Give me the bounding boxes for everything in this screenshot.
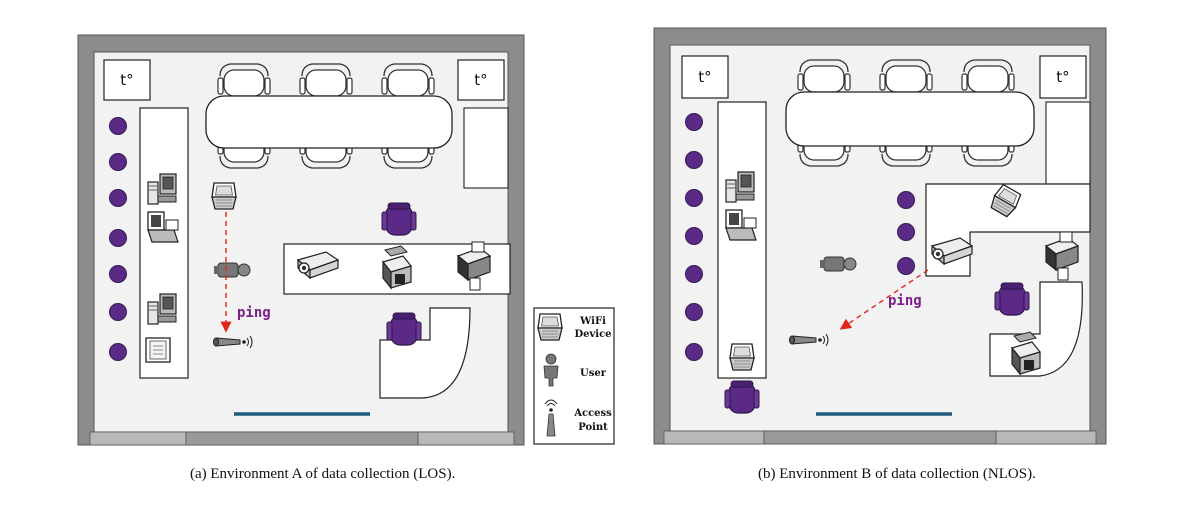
ping-label: ping — [237, 305, 271, 321]
caption-b: (b) Environment B of data collection (NL… — [758, 466, 1036, 482]
wifi-device-icon — [211, 182, 237, 210]
access-point-icon — [544, 399, 558, 437]
corner-desk — [379, 307, 471, 399]
legend-label-access: Access — [573, 408, 612, 419]
stool — [109, 343, 127, 361]
thermometer-box-left — [103, 59, 151, 101]
thermometer-box-right — [1039, 55, 1087, 99]
thermometer-box-right — [457, 59, 505, 101]
stool — [685, 189, 703, 207]
conference-table — [785, 91, 1035, 147]
stool — [685, 343, 703, 361]
stool — [109, 189, 127, 207]
thermometer-label-right: t° — [1056, 68, 1069, 86]
stool — [897, 257, 915, 275]
ping-label: ping — [888, 293, 922, 309]
user-icon — [213, 262, 251, 278]
tablet-device — [145, 337, 171, 363]
stool — [685, 265, 703, 283]
legend-label-device: Device — [574, 329, 611, 340]
environment-a-floor-plan: t° t° ping — [77, 34, 525, 446]
thermometer-box-left — [681, 55, 729, 99]
stool — [109, 117, 127, 135]
long-desk — [139, 107, 189, 379]
user-icon — [543, 353, 559, 387]
stool — [109, 229, 127, 247]
legend-label-point: Point — [578, 422, 608, 433]
thermometer-label-left: t° — [120, 71, 133, 89]
wifi-device-icon — [729, 343, 755, 371]
stool — [897, 191, 915, 209]
laptop-icon — [537, 313, 563, 341]
cabinet — [1045, 101, 1091, 185]
environment-b-floor-plan: t° t° ping — [653, 27, 1107, 445]
stool — [685, 227, 703, 245]
workstation-icon — [382, 245, 412, 289]
stool — [685, 113, 703, 131]
stool — [109, 303, 127, 321]
cabinet — [463, 107, 509, 189]
legend: WiFi Device User Access Point — [533, 307, 615, 445]
thermometer-label-left: t° — [698, 68, 711, 86]
stool — [685, 151, 703, 169]
stool — [109, 153, 127, 171]
workstation-icon — [1011, 331, 1041, 375]
stool — [109, 265, 127, 283]
thermometer-label-right: t° — [474, 71, 487, 89]
conference-table — [205, 95, 453, 149]
legend-label-wifi: WiFi — [579, 316, 606, 327]
caption-a: (a) Environment A of data collection (LO… — [190, 466, 456, 482]
user-icon — [819, 256, 857, 272]
stool — [897, 223, 915, 241]
legend-label-user: User — [580, 368, 607, 379]
stool — [685, 303, 703, 321]
